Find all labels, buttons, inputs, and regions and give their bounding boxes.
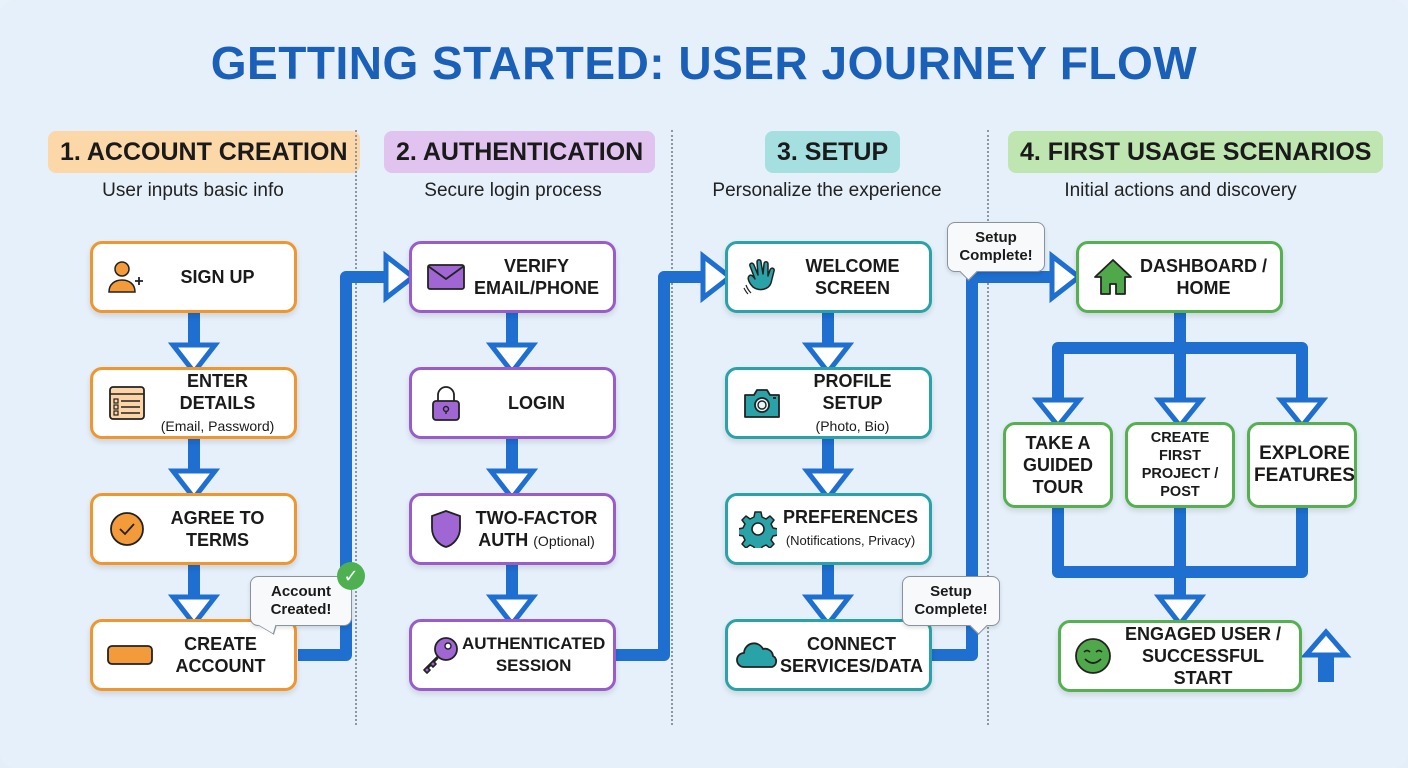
phase-4-label: 4. FIRST USAGE SCENARIOS — [1008, 131, 1384, 173]
step-authenticated-session[interactable]: AUTHENTICATED SESSION — [409, 619, 616, 691]
arrowhead — [700, 250, 735, 304]
arrowhead — [167, 468, 221, 503]
step-title-wrap: TWO-FACTOR AUTH (Optional) — [468, 507, 613, 552]
home-icon — [1091, 255, 1135, 299]
arrowhead — [485, 594, 539, 629]
smiley-icon — [1071, 634, 1115, 678]
phase-2-subtitle: Secure login process — [424, 180, 602, 201]
branch-label: CREATE FIRST PROJECT / POST — [1141, 430, 1219, 500]
step-title-wrap: PREFERENCES (Notifications, Privacy) — [780, 506, 929, 552]
arrowhead — [1031, 397, 1085, 430]
connector-phase1-to-phase2 — [298, 271, 392, 661]
connector-phase3-to-phase4 — [932, 271, 1056, 661]
up-arrowhead — [1300, 628, 1352, 658]
step-title: DASHBOARD / HOME — [1139, 256, 1267, 298]
step-title: CREATE ACCOUNT — [175, 634, 266, 676]
lock-icon — [424, 381, 468, 425]
step-verify-email-phone[interactable]: VERIFY EMAIL/PHONE — [409, 241, 616, 313]
arrowhead — [1049, 250, 1084, 304]
arrowhead — [801, 342, 855, 377]
phase-1-subtitle: User inputs basic info — [102, 180, 284, 201]
branch-label: TAKE A GUIDED TOUR — [1022, 433, 1093, 497]
cloud-icon — [736, 633, 780, 677]
step-two-factor-auth[interactable]: TWO-FACTOR AUTH (Optional) — [409, 493, 616, 565]
arrowhead — [485, 342, 539, 377]
step-title: AUTHENTICATED SESSION — [462, 634, 606, 675]
phase-4-subtitle: Initial actions and discovery — [1064, 180, 1297, 201]
step-title: ENTER DETAILS — [179, 370, 256, 413]
phase-2-label: 2. AUTHENTICATION — [384, 131, 656, 173]
branch-guided-tour[interactable]: TAKE A GUIDED TOUR — [1003, 422, 1113, 508]
account-created-callout: Account Created! — [250, 576, 352, 626]
step-title: SIGN UP — [180, 267, 255, 287]
arrowhead — [801, 468, 855, 503]
waving-hand-icon — [740, 255, 784, 299]
step-title: AGREE TO TERMS — [170, 508, 265, 550]
arrowhead — [167, 342, 221, 377]
step-sign-up[interactable]: SIGN UP — [90, 241, 297, 313]
branch-explore-features[interactable]: EXPLORE FEATURES — [1247, 422, 1357, 508]
phase-divider — [987, 130, 989, 725]
step-title: VERIFY EMAIL/PHONE — [473, 256, 599, 298]
arrowhead — [167, 594, 221, 629]
form-icon — [105, 381, 149, 425]
gear-icon — [736, 507, 780, 551]
arrowhead — [801, 594, 855, 629]
arrowhead — [1153, 397, 1207, 430]
button-icon — [105, 633, 155, 677]
phase-divider — [355, 130, 357, 725]
phase-divider — [671, 130, 673, 725]
diagram-title: GETTING STARTED: USER JOURNEY FLOW — [210, 37, 1198, 89]
key-icon — [418, 633, 462, 677]
success-check-icon: ✓ — [337, 562, 365, 590]
step-title: ENGAGED USER / SUCCESSFUL START — [1124, 624, 1282, 688]
arrowhead — [485, 468, 539, 503]
step-agree-to-terms[interactable]: AGREE TO TERMS — [90, 493, 297, 565]
step-preferences[interactable]: PREFERENCES (Notifications, Privacy) — [725, 493, 932, 565]
step-connect-services[interactable]: CONNECT SERVICES/DATA — [725, 619, 932, 691]
step-title: CONNECT SERVICES/DATA — [780, 634, 924, 676]
step-title: LOGIN — [508, 393, 565, 413]
step-dashboard-home[interactable]: DASHBOARD / HOME — [1076, 241, 1283, 313]
step-title: TWO-FACTOR AUTH — [475, 507, 598, 550]
step-login[interactable]: LOGIN — [409, 367, 616, 439]
step-detail: (Optional) — [533, 532, 595, 549]
step-title-wrap: PROFILE SETUP (Photo, Bio) — [784, 370, 929, 437]
user-plus-icon — [105, 255, 149, 299]
camera-icon — [740, 381, 784, 425]
branch-create-first-project[interactable]: CREATE FIRST PROJECT / POST — [1125, 422, 1235, 508]
branch-label: EXPLORE FEATURES — [1254, 443, 1355, 486]
phase-1-label: 1. ACCOUNT CREATION — [48, 131, 360, 173]
connector-phase2-to-phase3 — [616, 271, 708, 661]
setup-complete-callout: Setup Complete! — [902, 576, 1000, 626]
step-title: PROFILE SETUP — [813, 370, 892, 413]
arrowhead — [383, 250, 418, 304]
step-title: PREFERENCES — [782, 507, 919, 527]
arrowhead — [1275, 397, 1329, 430]
step-detail: (Notifications, Privacy) — [785, 533, 916, 548]
shield-icon — [424, 507, 468, 551]
phase-3-subtitle: Personalize the experience — [712, 180, 942, 201]
step-welcome-screen[interactable]: WELCOME SCREEN — [725, 241, 932, 313]
step-detail: (Photo, Bio) — [815, 417, 890, 434]
step-title-wrap: ENTER DETAILS (Email, Password) — [149, 370, 294, 437]
envelope-icon — [424, 255, 468, 299]
step-create-account[interactable]: CREATE ACCOUNT — [90, 619, 297, 691]
setup-complete-callout-top: Setup Complete! — [947, 222, 1045, 272]
step-profile-setup[interactable]: PROFILE SETUP (Photo, Bio) — [725, 367, 932, 439]
step-enter-details[interactable]: ENTER DETAILS (Email, Password) — [90, 367, 297, 439]
step-title: WELCOME SCREEN — [805, 256, 900, 298]
step-engaged-user[interactable]: ENGAGED USER / SUCCESSFUL START — [1058, 620, 1302, 692]
arrowhead — [1153, 594, 1207, 629]
phase-3-label: 3. SETUP — [765, 131, 901, 173]
up-arrow-shaft — [1318, 655, 1334, 682]
checkmark-circle-icon — [105, 507, 149, 551]
step-detail: (Email, Password) — [160, 417, 275, 434]
